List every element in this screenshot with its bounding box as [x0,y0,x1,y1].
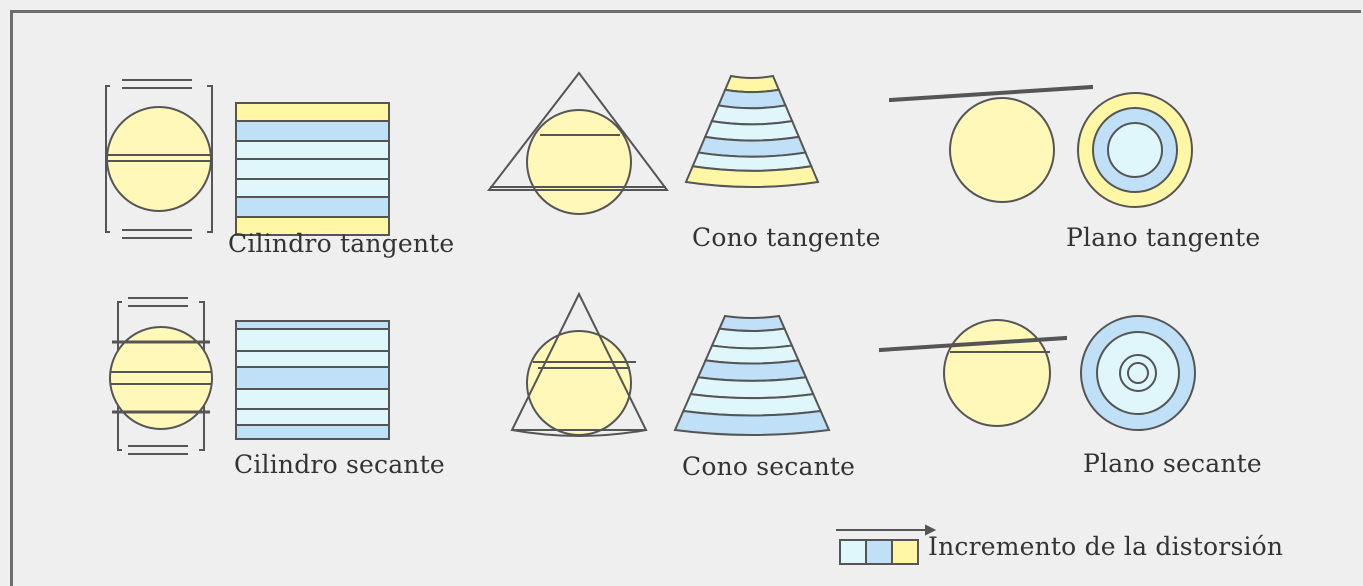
map-band [689,376,815,400]
distortion-legend [836,524,937,565]
plane-tangent-map [1077,92,1193,208]
map-band [684,165,820,188]
legend-swatch-mid [865,539,893,565]
cone-secant-globe [510,291,648,437]
legend-swatch-low [839,539,867,565]
map-band [235,196,390,218]
map-band [235,178,390,198]
map-band [696,359,808,382]
map-band [703,120,801,142]
map-band [717,314,787,332]
map-ring [1107,122,1163,178]
map-band [235,102,390,122]
cone-tangent-map [684,74,820,188]
map-band [235,366,390,390]
map-band [235,350,390,368]
map-band [235,120,390,142]
diagram-frame [10,10,1361,586]
label-cone-secant: Cono secante [682,452,856,481]
label-cylinder-tangent: Cilindro tangente [228,229,455,258]
label-plane-tangent: Plano tangente [1066,223,1261,252]
map-band [235,408,390,426]
map-band [235,320,390,330]
plane-secant-globe [879,319,1067,427]
map-band [723,74,781,94]
map-band [235,158,390,180]
plane-tangent-globe [889,84,1093,203]
map-band [235,140,390,160]
cylinder-secant-map [235,320,390,440]
label-cylinder-secant: Cilindro secante [234,450,445,479]
cylinder-tangent-map [235,102,390,236]
map-band [710,327,794,350]
label-plane-secant: Plano secante [1083,449,1262,478]
map-band [235,328,390,352]
cylinder-tangent-globe [105,79,213,239]
cone-tangent-globe [486,71,670,215]
legend-swatch-high [891,539,919,565]
map-band [235,388,390,410]
cylinder-secant-globe [109,297,213,455]
map-band [235,424,390,440]
legend-label: Incremento de la distorsión [928,532,1284,561]
map-band [710,104,794,126]
map-band [704,344,800,365]
plane-secant-map [1080,315,1196,431]
cone-secant-map [673,314,831,436]
label-cone-tangent: Cono tangente [692,223,881,252]
map-band [673,409,831,436]
map-band [717,88,787,110]
map-ring [1127,362,1149,384]
